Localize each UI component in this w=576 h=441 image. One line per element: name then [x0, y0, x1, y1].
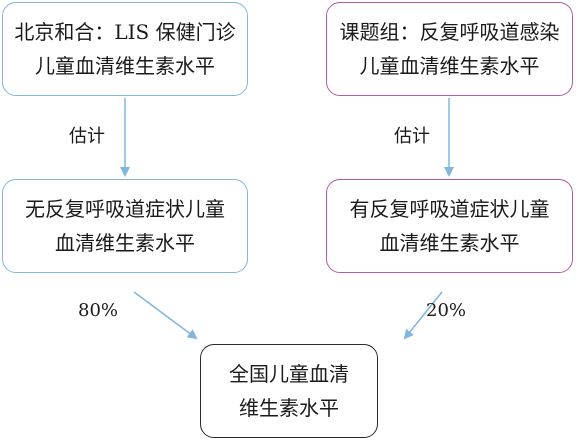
label-weight-right: 20% [426, 300, 467, 321]
box-research-group-line1: 课题组：反复呼吸道感染 [339, 20, 560, 44]
box-with-symptoms-line2: 血清维生素水平 [379, 231, 520, 255]
box-national-level-line1: 全国儿童血清 [229, 362, 349, 386]
box-without-symptoms-line2: 血清维生素水平 [55, 231, 195, 255]
box-without-symptoms: 无反复呼吸道症状儿童 血清维生素水平 [2, 179, 248, 273]
box-with-symptoms: 有反复呼吸道症状儿童 血清维生素水平 [326, 179, 573, 273]
box-beijing-clinic-source: 北京和合：LIS 保健门诊 儿童血清维生素水平 [2, 2, 248, 96]
box-without-symptoms-line1: 无反复呼吸道症状儿童 [25, 197, 225, 221]
arrow-left-to-bottom [133, 291, 198, 340]
box-national-level-line2: 维生素水平 [239, 396, 339, 420]
box-beijing-clinic-line1: 北京和合：LIS 保健门诊 [14, 20, 236, 44]
box-with-symptoms-line1: 有反复呼吸道症状儿童 [349, 197, 550, 221]
box-national-level: 全国儿童血清 维生素水平 [200, 344, 378, 438]
label-estimate-left: 估计 [69, 126, 105, 147]
box-beijing-clinic-line2: 儿童血清维生素水平 [35, 54, 215, 78]
label-estimate-right: 估计 [394, 126, 430, 147]
box-research-group-line2: 儿童血清维生素水平 [359, 54, 540, 78]
label-weight-left: 80% [78, 300, 119, 321]
box-research-group-source: 课题组：反复呼吸道感染 儿童血清维生素水平 [326, 2, 573, 96]
